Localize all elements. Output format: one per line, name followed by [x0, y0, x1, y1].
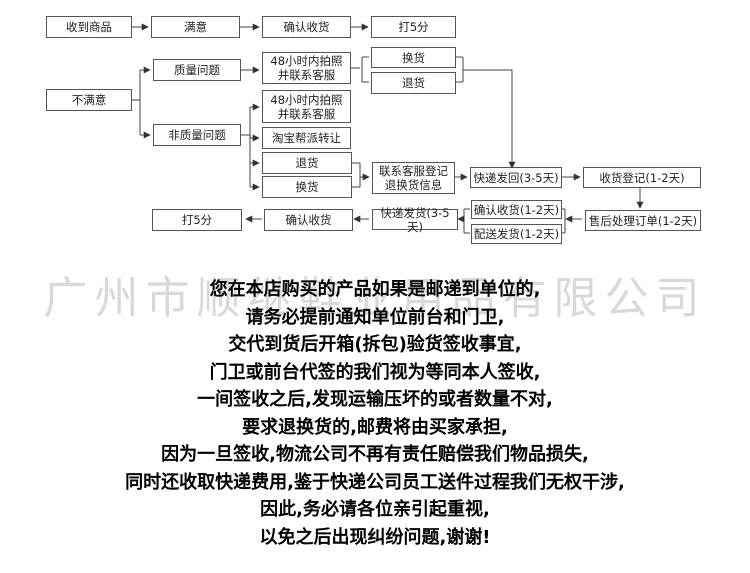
node-exchange-mid: 换货: [262, 176, 352, 198]
node-confirm-receipt-days: 确认收货(1-2天): [471, 200, 562, 219]
notice-line: 交代到货后开箱(拆包)验货签收事宜,: [228, 334, 522, 355]
node-unsatisfied: 不满意: [46, 89, 132, 111]
node-photo-contact-nonquality: 48小时内拍照 并联系客服: [262, 90, 351, 123]
notice-line: 以免之后出现纠纷问题,谢谢!: [259, 526, 491, 548]
notice-line: 同时还收取快递费用,鉴于快递公司员工送件过程我们无权干涉,: [125, 471, 625, 493]
node-photo-contact-quality: 48小时内拍照 并联系客服: [262, 52, 351, 84]
notice-line: 因此,务必请各位亲引起重视,: [260, 499, 490, 520]
company-watermark: 广州市顺继鞋业用品有限公司: [43, 273, 707, 324]
node-non-quality-issue: 非质量问题: [153, 124, 241, 146]
shipping-notice: 您在本店购买的产品如果是邮递到单位的, 请务必提前通知单位前台和门卫, 交代到货…: [0, 276, 750, 551]
node-courier-return: 快递发回(3-5天): [470, 167, 562, 188]
node-confirm-receipt-bottom: 确认收货: [264, 209, 353, 231]
node-rate-5-top: 打5分: [371, 16, 456, 38]
node-satisfied: 满意: [151, 16, 240, 38]
notice-line: 要求退换货的,邮费将由买家承担,: [242, 416, 508, 438]
node-contact-register: 联系客服登记 退换货信息: [372, 162, 455, 194]
notice-line: 您在本店购买的产品如果是邮递到单位的,: [209, 279, 541, 300]
node-courier-ship: 快递发货(3-5天): [372, 206, 458, 234]
node-receipt-register: 收货登记(1-2天): [583, 167, 701, 188]
node-exchange-top: 换货: [371, 47, 456, 68]
node-confirm-receipt-top: 确认收货: [262, 16, 351, 38]
node-aftersale-order: 售后处理订单(1-2天): [585, 210, 701, 231]
flow-connectors: [132, 23, 644, 234]
node-quality-issue: 质量问题: [153, 59, 241, 81]
notice-line: 请务必提前通知单位前台和门卫,: [245, 306, 505, 328]
node-return-top: 退货: [371, 72, 456, 94]
node-taobao-transfer: 淘宝帮派转让: [262, 127, 351, 149]
node-return-mid: 退货: [262, 152, 352, 174]
notice-line: 一间签收之后,发现运输压坏的或者数量不对,: [197, 389, 553, 410]
node-delivery-days: 配送发货(1-2天): [471, 224, 562, 244]
arrow-to-courier-return: [463, 69, 516, 169]
notice-line: 门卫或前台代签的我们视为等同本人签收,: [209, 361, 541, 383]
flowchart: 收到商品 满意 确认收货 打5分 不满意 质量问题 非质量问题 48小时内拍照 …: [0, 0, 750, 244]
notice-line: 因为一旦签收,物流公司不再有责任赔偿我们物品损失,: [161, 444, 589, 465]
node-receive-goods: 收到商品: [46, 16, 132, 38]
node-rate-5-bottom: 打5分: [152, 209, 242, 231]
